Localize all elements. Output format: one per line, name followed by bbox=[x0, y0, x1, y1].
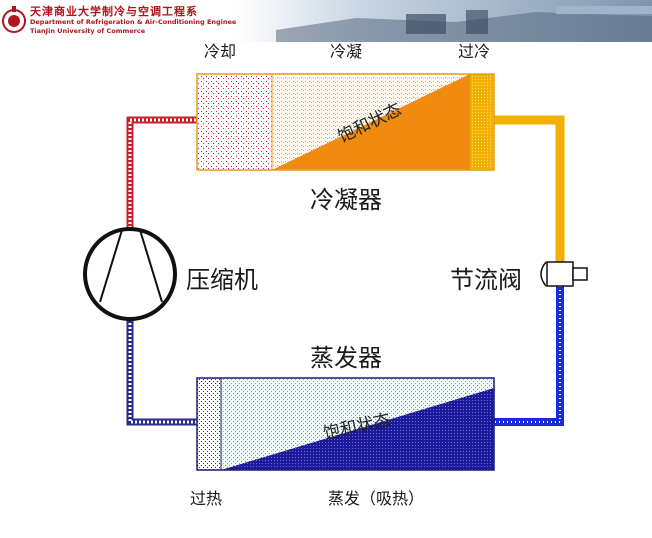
condenser-cooling-zone bbox=[197, 74, 272, 170]
institution-name-en: Department of Refrigeration & Air-Condit… bbox=[30, 18, 254, 26]
evaporator bbox=[196, 377, 495, 471]
evaporator-feed-pipe bbox=[494, 286, 564, 426]
header-bar: 天津商业大学制冷与空调工程系 Department of Refrigerati… bbox=[0, 0, 652, 44]
condenser-subcooling-zone bbox=[470, 74, 494, 170]
campus-banner-image bbox=[236, 0, 652, 42]
evaporator-shell bbox=[196, 377, 495, 471]
label-subcooling-zone: 过冷 bbox=[458, 42, 491, 61]
condenser-shell bbox=[196, 73, 495, 171]
suction-pipe bbox=[126, 316, 197, 426]
institution-name-cn: 天津商业大学制冷与空调工程系 bbox=[30, 5, 198, 18]
condenser bbox=[196, 73, 495, 171]
evaporator-liquid-wedge bbox=[221, 388, 494, 470]
evaporator-title: 蒸发器 bbox=[310, 344, 382, 372]
liquid-pipe bbox=[494, 115, 565, 262]
compressor-symbol bbox=[83, 227, 177, 321]
condenser-title: 冷凝器 bbox=[310, 186, 382, 214]
discharge-pipe bbox=[126, 116, 197, 232]
evaporator-superheat-zone bbox=[197, 378, 221, 470]
label-evaporating-zone: 蒸发（吸热） bbox=[328, 489, 425, 508]
label-condensing-zone: 冷凝 bbox=[330, 42, 363, 61]
compressor-label: 压缩机 bbox=[186, 266, 258, 294]
label-superheat-zone: 过热 bbox=[190, 489, 223, 508]
throttle-valve-symbol bbox=[540, 261, 588, 287]
institution-name-en-2: TianJin University of Commerce bbox=[30, 27, 146, 35]
university-seal-icon bbox=[2, 6, 26, 33]
condenser-liquid-wedge bbox=[272, 74, 470, 170]
label-cooling-zone: 冷却 bbox=[204, 42, 237, 61]
throttle-valve-label: 节流阀 bbox=[450, 266, 522, 294]
